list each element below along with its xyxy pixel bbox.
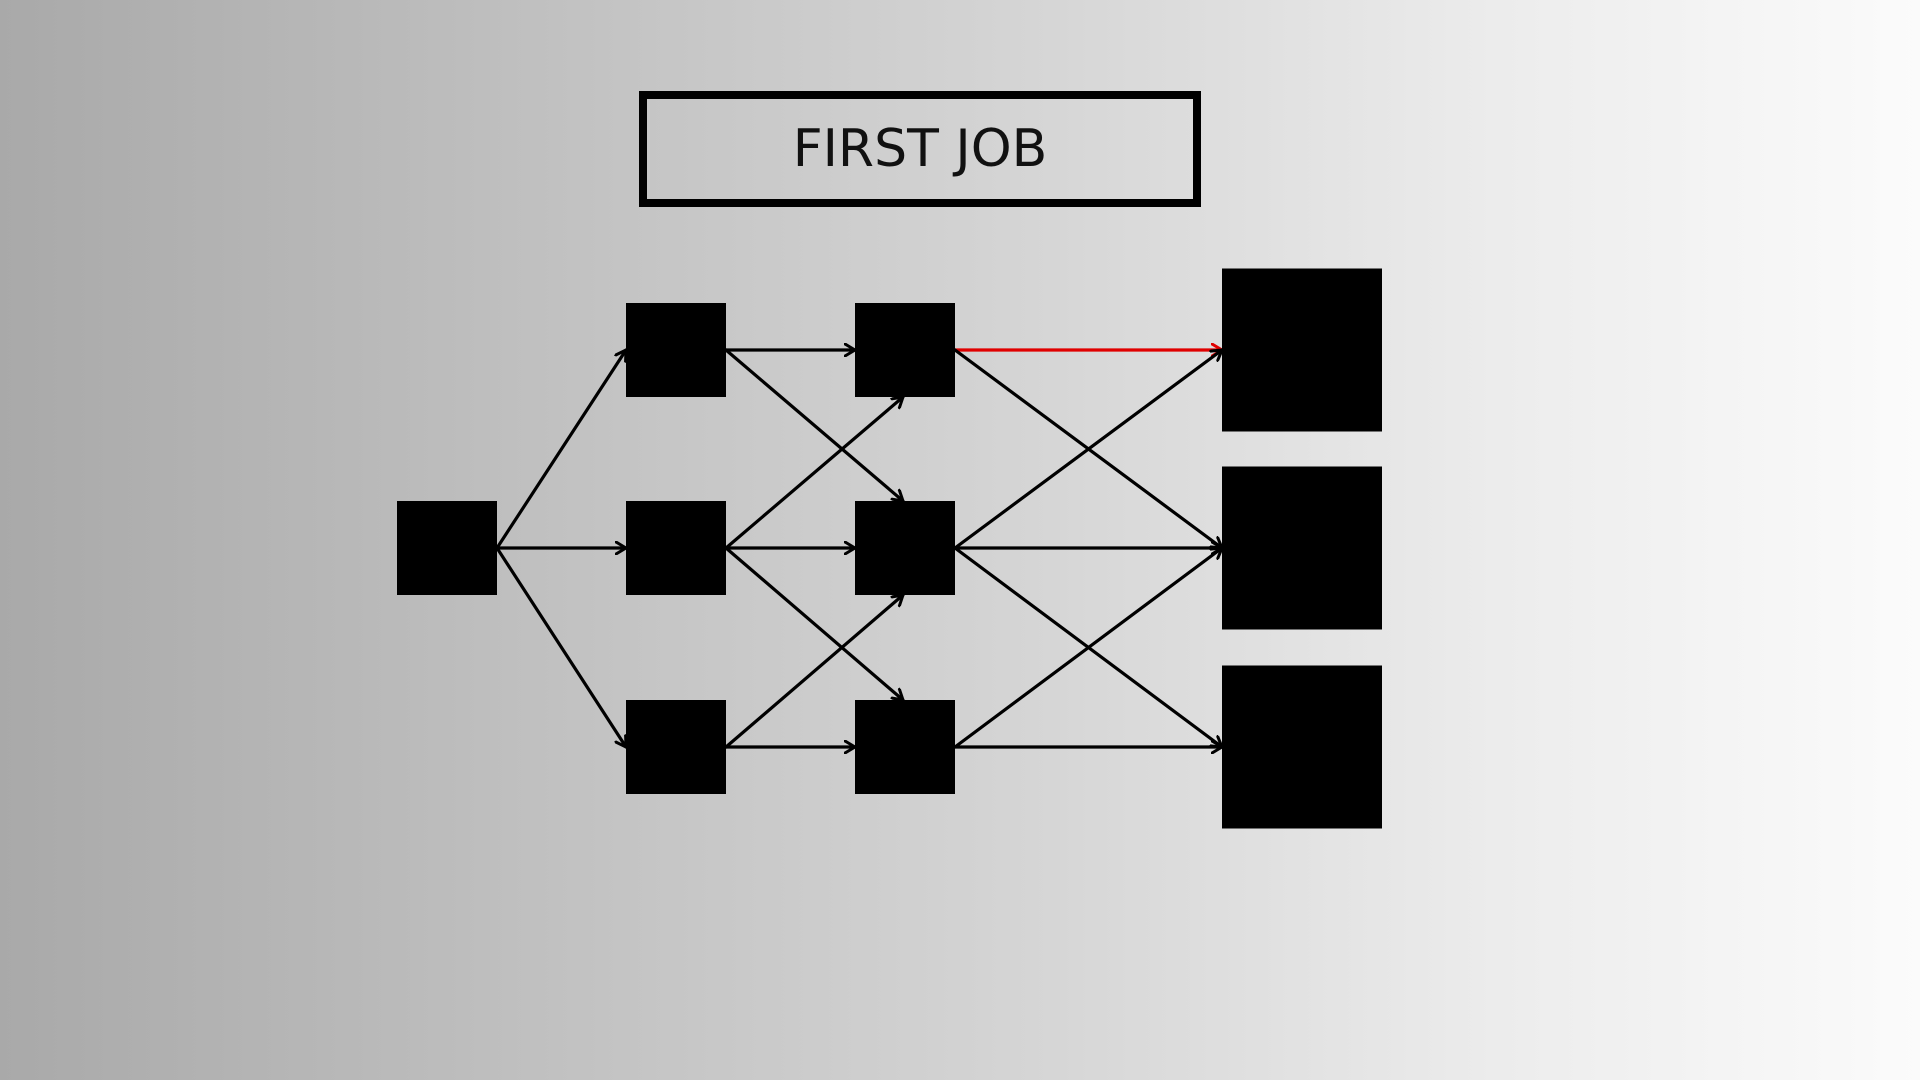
node-n0 — [397, 501, 497, 595]
node-n2b — [855, 501, 955, 595]
edge-arrow — [724, 593, 905, 749]
node-n3a — [1222, 268, 1382, 432]
diagram-title: FIRST JOB — [792, 119, 1048, 179]
node-n2a — [855, 303, 955, 397]
node-n1c — [626, 700, 726, 794]
edge-arrow — [724, 348, 905, 503]
edge-arrow — [495, 546, 628, 749]
node-n1b — [626, 501, 726, 595]
edge-arrow — [724, 546, 905, 702]
nodes-layer — [397, 268, 1382, 829]
edges-layer — [495, 348, 1224, 749]
edge-arrow — [724, 395, 905, 550]
edge-arrow — [953, 546, 1224, 749]
node-n1a — [626, 303, 726, 397]
edge-arrow — [495, 348, 628, 550]
title-box: FIRST JOB — [639, 91, 1201, 207]
edge-arrow — [953, 348, 1224, 550]
node-n2c — [855, 700, 955, 794]
node-n3c — [1222, 665, 1382, 829]
node-n3b — [1222, 466, 1382, 630]
